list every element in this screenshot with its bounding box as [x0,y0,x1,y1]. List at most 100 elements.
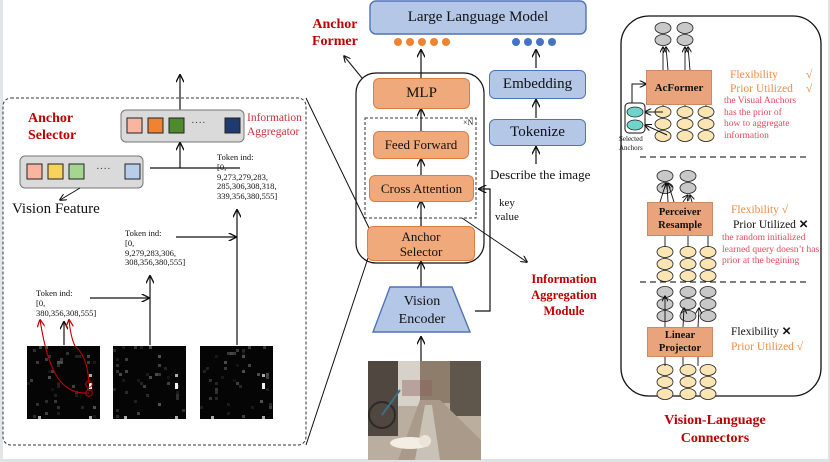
attention-hot-cell [89,383,92,386]
attention-cell [239,385,242,388]
attention-cell [269,403,272,406]
feed-forward-box: Feed Forward [373,131,469,159]
attention-cell [57,406,60,409]
info-agg-line-2: Aggregation [531,288,597,302]
attention-cell [57,385,60,388]
llm-box-shape [369,0,587,35]
token-square [124,163,141,180]
attention-cell [164,367,167,370]
attention-cell [116,415,119,418]
attention-cell [57,364,60,367]
output-token-ellipse [699,298,717,310]
cross-attention-box: Cross Attention [369,175,474,202]
text-token-dot [512,38,520,46]
linear-properties: Flexibility ✕ Prior Utilized √ [731,325,803,355]
attention-cell [45,358,48,361]
attention-cell [72,385,75,388]
attention-cell [75,355,78,358]
token-ind-3-line: 9,273,279,283, [217,171,268,182]
token-square [47,163,64,180]
linear-prior-label: Prior Utilized [731,341,794,353]
zoom-line-top [305,97,371,231]
token-ind-1-label: Token ind: [36,288,73,298]
visual-token-dot [406,38,414,46]
check-icon: √ [806,69,813,81]
attention-cell [116,358,119,361]
selected-anchors-label: Selected Anchors [619,135,643,153]
anchor-selector-title: Anchor Selector [28,110,76,144]
selected-anchors-box [624,102,646,134]
check-icon: √ [806,83,813,95]
perceiver-line-2: Resample [658,220,702,231]
attention-cell [119,373,122,376]
acformer-prior: Prior Utilized√ [730,82,812,96]
linear-prior: Prior Utilized √ [731,340,803,355]
attention-cell [87,361,90,364]
attention-cell [93,406,96,409]
red-curve-outer [40,320,90,394]
info-agg-line-1: Information [531,272,597,286]
prompt-text: Describe the image [490,167,591,182]
output-token-ellipse [699,286,717,298]
key-value-label: key value [495,196,519,224]
token-ind-3: Token ind: [0, 9,273,279,283, 285,306,30… [217,152,278,202]
attention-cell [236,364,239,367]
perceiver-line-1: Perceiver [658,207,702,218]
attention-cell [90,388,93,391]
embedding-box: Embedding [489,70,586,99]
perceiver-note: the random initialized learned query doe… [722,233,819,268]
attention-cell [45,412,48,415]
visual-token-dots [394,38,450,46]
acformer-flexibility-label: Flexibility [730,69,778,81]
attention-cell [75,391,78,394]
attention-hot-cell [38,416,41,419]
attention-cell [227,412,230,415]
attention-cell [81,406,84,409]
attention-cell [57,382,60,385]
anchor-former-pointer [344,56,363,79]
input-token-ellipse [654,130,672,142]
token-square [147,117,164,134]
attention-hot-cell [262,374,265,377]
vision-feature-label: Vision Feature [12,201,100,217]
acformer-note-line: how to aggregate [724,119,790,129]
attention-cell [48,370,51,373]
attention-cell [30,379,33,382]
highlighted-token-2 [85,389,93,397]
visual-token-dot [394,38,402,46]
attention-cell [242,349,245,352]
input-token-ellipse [699,388,717,400]
input-token-ellipse [679,258,697,270]
attention-cell [227,352,230,355]
attention-cell [230,352,233,355]
attention-cell [224,367,227,370]
input-token-ellipse [697,130,715,142]
attention-cell [203,370,206,373]
attention-hot-cell [89,374,92,377]
attention-cell [158,403,161,406]
connector-arrow [690,195,692,203]
visual-token-dot [418,38,426,46]
aggregator-tokens [126,117,241,134]
perceiver-note-line: the random initialized [722,233,806,243]
connector-arrow [683,308,684,328]
connector-arrow [698,308,699,328]
output-token-ellipse [699,310,717,322]
output-token-ellipse [679,298,697,310]
attention-hot-cell [262,416,265,419]
attention-cell [242,415,245,418]
vision-feature-tokens [26,163,141,180]
input-token-ellipse [699,258,717,270]
attention-cell [36,403,39,406]
attention-hot-cell [262,383,265,386]
connector-arrow [683,195,688,203]
attention-cell [113,388,116,391]
token-square [26,163,43,180]
token-ind-3-line: 339,356,380,555] [217,191,278,202]
attention-cell [209,397,212,400]
perceiver-prior: Prior Utilized ✕ [733,218,808,233]
anchor-selector-box-line-2: Selector [399,243,443,259]
visual-token-dot [430,38,438,46]
attention-cell [155,373,158,376]
